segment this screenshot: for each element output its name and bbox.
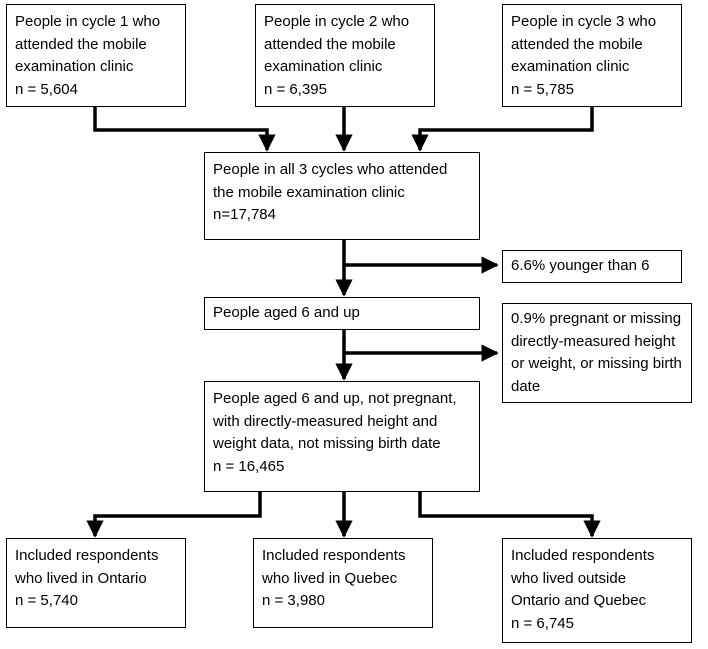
arrow-final-to-ontario [86, 492, 262, 538]
box-line: Ontario and Quebec [511, 592, 647, 609]
excluded-pregnant-box: 0.9% pregnant or missing directly-measur… [502, 303, 692, 403]
box-line: attended the mobile [511, 35, 643, 53]
box-line: Included respondents [262, 547, 406, 564]
box-line: who lived outside [511, 569, 627, 587]
box-line: Included respondents [511, 547, 655, 564]
box-line: examination clinic [15, 58, 134, 75]
box-line: n = 6,395 [264, 80, 327, 98]
box-line: the mobile examination clinic [213, 183, 405, 201]
box-line: People in cycle 1 who [15, 13, 161, 30]
quebec-box: Included respondents who lived in Quebec… [253, 538, 433, 628]
box-line: People in cycle 2 who [264, 13, 410, 30]
cycle2-box: People in cycle 2 who attended the mobil… [255, 4, 435, 107]
box-line: People aged 6 and up [213, 304, 360, 321]
arrow-cycle1-to-all [93, 106, 276, 152]
box-line: People aged 6 and up, not pregnant, [213, 390, 457, 407]
box-line: n=17,784 [213, 206, 276, 223]
excluded-young-box: 6.6% younger than 6 [502, 250, 682, 283]
box-line: 0.9% pregnant or missing [511, 310, 682, 327]
box-line: who lived in Quebec [262, 569, 398, 587]
box-line: weight data, not missing birth date [213, 435, 441, 452]
box-line: Included respondents [15, 547, 159, 564]
final-sample-box: People aged 6 and up, not pregnant, with… [204, 381, 480, 492]
box-line: or weight, or missing birth [511, 355, 682, 372]
box-line: n = 5,740 [15, 592, 78, 609]
box-line: n = 3,980 [262, 592, 325, 609]
box-line: examination clinic [511, 58, 630, 75]
box-line: n = 16,465 [213, 457, 285, 475]
aged6-box: People aged 6 and up [204, 297, 480, 330]
outside-box: Included respondents who lived outside O… [502, 538, 692, 643]
all-cycles-box: People in all 3 cycles who attended the … [204, 152, 480, 240]
box-line: attended the mobile [264, 35, 396, 53]
box-line: n = 5,785 [511, 80, 574, 98]
box-line: n = 6,745 [511, 614, 574, 632]
box-line: who lived in Ontario [15, 569, 147, 587]
box-line: directly-measured height [511, 332, 676, 350]
arrow-final-to-outside [418, 492, 601, 538]
box-line: n = 5,604 [15, 80, 78, 98]
box-line: examination clinic [264, 58, 383, 75]
box-line: date [511, 377, 541, 395]
cycle1-box: People in cycle 1 who attended the mobil… [6, 4, 186, 107]
arrow-cycle3-to-all [411, 106, 594, 152]
cycle3-box: People in cycle 3 who attended the mobil… [502, 4, 682, 107]
ontario-box: Included respondents who lived in Ontari… [6, 538, 186, 628]
box-line: 6.6% younger than 6 [511, 257, 650, 274]
box-line: People in all 3 cycles who attended [213, 161, 448, 178]
box-line: People in cycle 3 who [511, 13, 657, 30]
box-line: attended the mobile [15, 35, 147, 53]
box-line: with directly-measured height and [213, 412, 438, 430]
